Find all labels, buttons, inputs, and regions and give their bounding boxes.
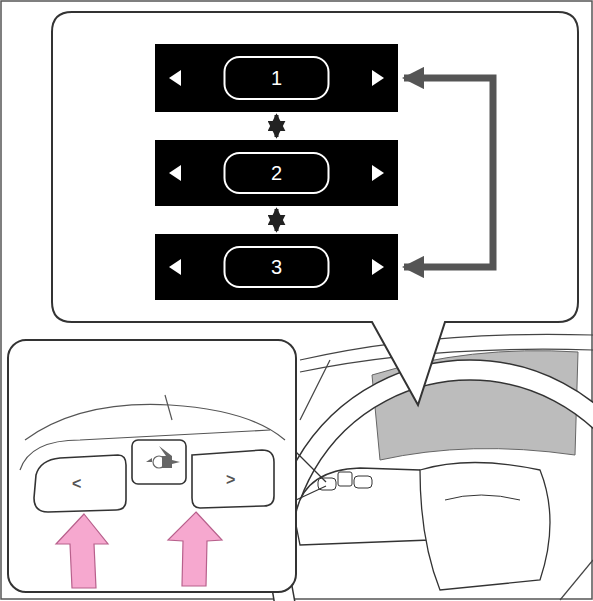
button-symbol: < [72, 476, 81, 492]
switch-arrow [275, 115, 279, 137]
screen-graphic [155, 140, 398, 206]
right-triangle [372, 259, 384, 275]
screen-outline [225, 57, 329, 99]
display-screen: 1 [155, 44, 398, 112]
screen-number: 1 [271, 68, 282, 88]
pointer-arrow [56, 514, 108, 588]
right-triangle [372, 165, 384, 181]
inset-leader [296, 452, 326, 500]
left-triangle [169, 259, 181, 275]
switch-inset [8, 340, 296, 592]
display-screen: 3 [155, 234, 398, 300]
left-button [34, 455, 126, 512]
center-pad-ring [153, 456, 165, 468]
pointer-arrow [168, 512, 222, 586]
right-button [192, 450, 274, 508]
left-triangle [169, 165, 181, 181]
screen-outline [225, 153, 329, 193]
screen-number: 2 [271, 163, 282, 183]
screen-outline [225, 247, 329, 287]
center-pad [132, 440, 186, 484]
right-triangle [372, 70, 384, 86]
return-arrow [404, 78, 493, 267]
screen-number: 3 [271, 257, 282, 277]
hub-line [445, 495, 520, 500]
wheel-spoke [295, 468, 433, 545]
wheel-switches [318, 472, 372, 490]
display-screen: 2 [155, 140, 398, 206]
wheel-hub [420, 463, 550, 591]
button-symbol: > [226, 472, 235, 488]
screen-graphic [155, 234, 398, 300]
switch-arrow [275, 209, 279, 231]
steering-wheel-rim [270, 360, 593, 601]
center-pad-icon [146, 446, 180, 468]
screen-graphic [155, 44, 398, 112]
left-triangle [169, 70, 181, 86]
